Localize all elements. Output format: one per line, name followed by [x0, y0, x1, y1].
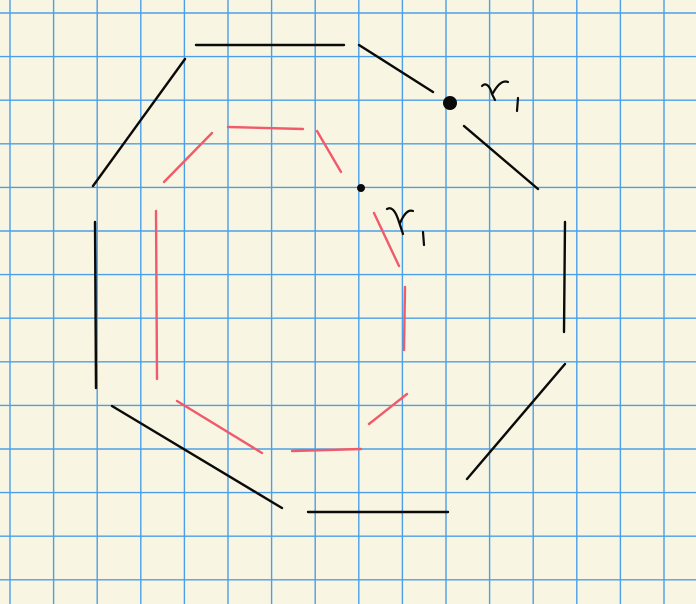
outer-edge — [91, 57, 187, 188]
outer-edge — [562, 220, 567, 334]
outer-edge — [465, 362, 567, 481]
inner-vertex-dot — [357, 184, 365, 192]
inner-decagon — [154, 125, 409, 455]
outer-edge — [110, 404, 284, 510]
outer-vertex-label: r₁ — [480, 80, 520, 113]
outer-edge — [462, 124, 540, 191]
outer-edge — [357, 43, 435, 94]
inner-edge — [154, 209, 159, 381]
inner-edge — [315, 129, 343, 174]
inner-edge — [372, 211, 401, 268]
inner-edge — [290, 447, 363, 453]
inner-edge — [367, 392, 409, 426]
inner-edge — [175, 399, 264, 455]
inner-edge — [162, 131, 214, 184]
outer-vertex-dot — [443, 96, 457, 110]
outer-decagon — [91, 43, 567, 514]
outer-edge — [93, 220, 98, 390]
inner-vertex-label: r₁ — [385, 207, 426, 247]
inner-edge — [402, 285, 407, 352]
inner-edge — [226, 125, 305, 131]
